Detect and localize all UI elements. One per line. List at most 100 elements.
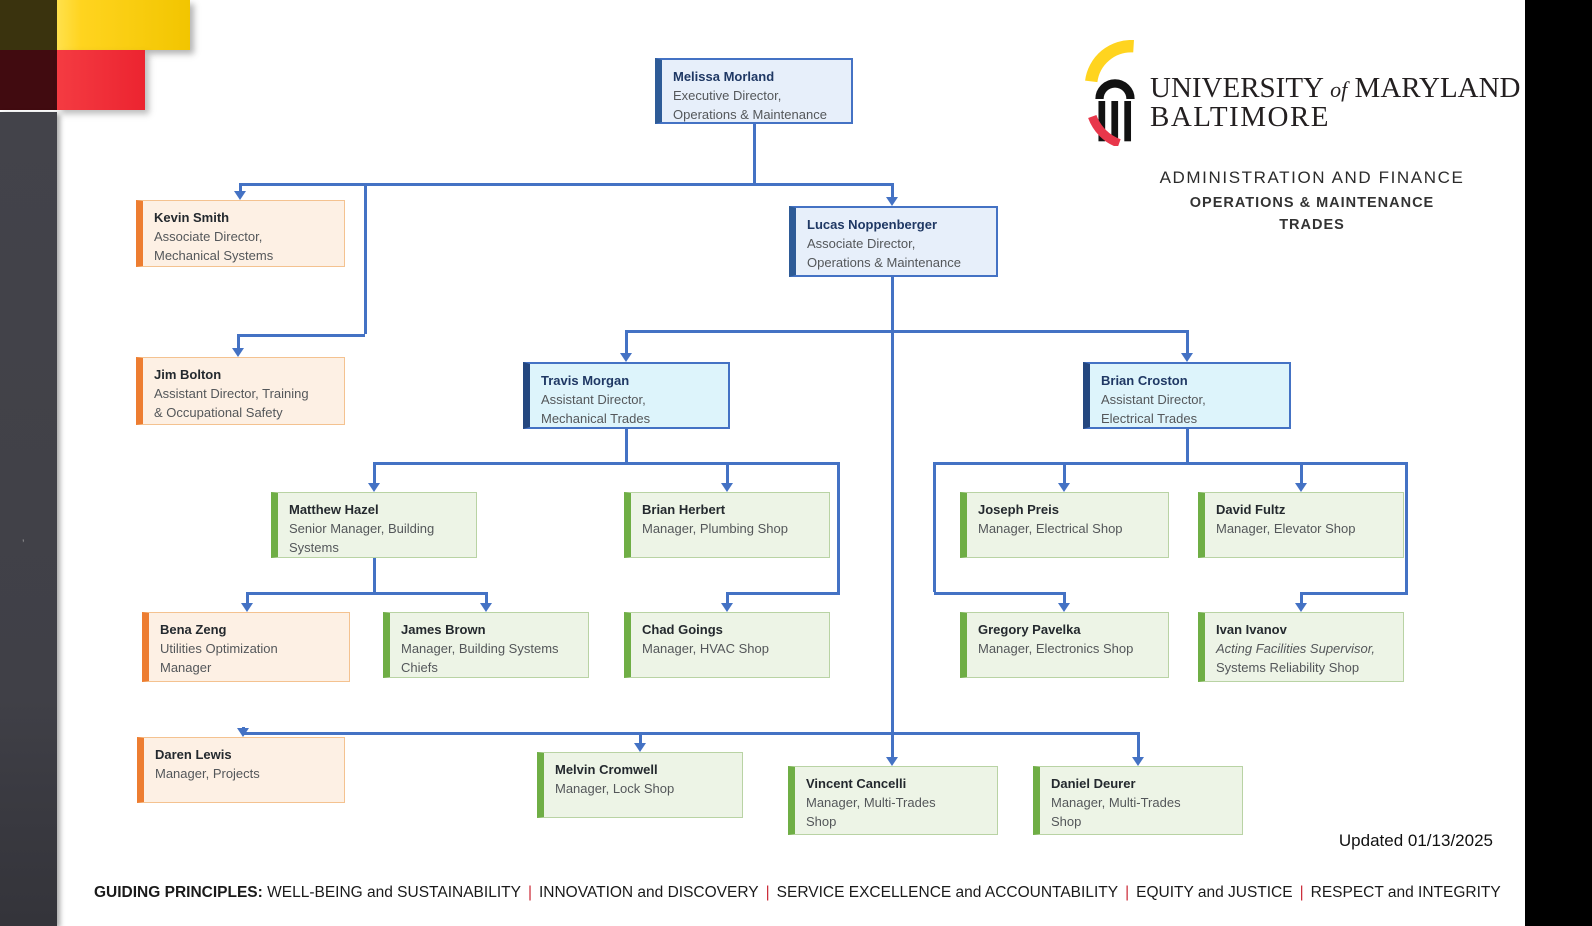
person-name: Kevin Smith [154,210,230,225]
org-node-melvin-cromwell: Melvin Cromwell Manager, Lock Shop [537,752,743,818]
arrow-down [480,592,492,612]
person-name: Melissa Morland [673,69,775,84]
arrow-down [368,462,380,492]
person-name: Ivan Ivanov [1216,622,1287,637]
person-title: Assistant Director, Mechanical Trades [541,392,651,426]
wordmark-university: UNIVERSITY [1150,72,1323,104]
person-name: James Brown [401,622,486,637]
arrow-down [620,330,632,362]
updated-date: Updated 01/13/2025 [1338,831,1493,850]
org-node-daren-lewis: Daren Lewis Manager, Projects [137,737,345,803]
arrow-down [241,592,253,612]
connector-line [626,330,1187,333]
person-title-acting: Acting Facilities Supervisor, [1216,641,1375,656]
principle-separator: | [1125,884,1130,901]
org-node-kevin-smith: Kevin Smith Associate Director, Mechanic… [136,200,345,267]
person-title: Manager, Electronics Shop [978,641,1134,656]
person-name: Bena Zeng [160,622,227,637]
connector-line [625,429,628,462]
decoration-yellow-square [57,0,190,50]
person-name: Jim Bolton [154,367,222,382]
person-title-shop: Systems Reliability Shop [1216,660,1360,675]
person-name: Vincent Cancelli [806,776,907,791]
org-node-chad-goings: Chad Goings Manager, HVAC Shop [624,612,830,678]
arrow-down [1295,462,1307,492]
org-node-brian-herbert: Brian Herbert Manager, Plumbing Shop [624,492,830,558]
arrow-down [886,277,898,766]
org-node-jim-bolton: Jim Bolton Assistant Director, Training … [136,357,345,425]
connector-line [364,183,367,334]
connector-line [1405,462,1408,592]
connector-line [1301,592,1408,595]
guiding-principles-label: GUIDING PRINCIPLES: [94,884,263,901]
connector-line [238,334,365,337]
principle-separator: | [765,884,770,901]
dept-operations-maintenance: OPERATIONS & MAINTENANCE [1189,195,1435,211]
connector-line [837,462,840,592]
principle-innovation: INNOVATION and DISCOVERY [538,884,759,901]
person-name: Melvin Cromwell [555,762,658,777]
arrow-down [1058,592,1070,612]
connector-line [933,462,936,592]
arrow-down [721,462,733,492]
person-title: Manager, HVAC Shop [642,641,769,656]
person-title: Manager, Multi-Trades Shop [806,795,936,829]
arrow-down [1295,592,1307,612]
person-title: Manager, Lock Shop [555,781,675,796]
stray-mark: ’ [22,538,25,550]
person-name: Lucas Noppenberger [807,217,938,232]
person-name: Gregory Pavelka [978,622,1081,637]
right-black-strip [1525,0,1592,926]
connector-line [934,592,1064,595]
person-name: Matthew Hazel [289,502,379,517]
principle-separator: | [527,884,532,901]
org-node-brian-croston: Brian Croston Assistant Director, Electr… [1083,362,1291,429]
arrow-down [1132,732,1144,766]
principle-wellbeing: WELL-BEING and SUSTAINABILITY [267,884,521,901]
arrow-down [234,183,246,200]
person-name: Travis Morgan [541,373,630,388]
person-name: Brian Croston [1101,373,1188,388]
person-title: Senior Manager, Building Systems [289,521,435,555]
principle-service: SERVICE EXCELLENCE and ACCOUNTABILITY [776,884,1119,901]
person-title: Associate Director, Operations & Mainten… [807,236,961,270]
org-node-bena-zeng: Bena Zeng Utilities Optimization Manager [142,612,350,682]
logo-yellow-arc [1085,40,1134,83]
wordmark-maryland: MARYLAND [1354,72,1521,104]
person-title: Acting Facilities Supervisor, Systems Re… [1216,639,1395,677]
person-title: Manager, Electrical Shop [978,521,1123,536]
org-node-joseph-preis: Joseph Preis Manager, Electrical Shop [960,492,1169,558]
umb-column-logo-icon [1085,40,1135,146]
person-title: Manager, Elevator Shop [1216,521,1356,536]
connector-line [373,558,376,592]
person-name: Chad Goings [642,622,723,637]
arrow-down [237,727,249,737]
connector-line [374,462,840,465]
dept-admin-finance: ADMINISTRATION AND FINANCE [1159,168,1465,187]
principle-respect: RESPECT and INTEGRITY [1310,884,1501,901]
arrow-down [1058,462,1070,492]
person-title: Manager, Plumbing Shop [642,521,788,536]
org-node-travis-morgan: Travis Morgan Assistant Director, Mechan… [523,362,730,429]
arrow-down [1181,330,1193,362]
org-node-vincent-cancelli: Vincent Cancelli Manager, Multi-Trades S… [788,766,998,835]
decoration-olive-square [0,0,57,50]
connector-line [1186,429,1189,462]
arrow-down [721,592,733,612]
principle-separator: | [1299,884,1304,901]
person-title: Manager, Building Systems Chiefs [401,641,559,675]
wordmark-baltimore: BALTIMORE [1150,101,1330,133]
org-node-david-fultz: David Fultz Manager, Elevator Shop [1198,492,1404,558]
wordmark-of: of [1330,77,1348,102]
org-node-matthew-hazel: Matthew Hazel Senior Manager, Building S… [271,492,477,558]
guiding-principles-line: GUIDING PRINCIPLES: WELL-BEING and SUSTA… [94,884,1501,902]
org-node-gregory-pavelka: Gregory Pavelka Manager, Electronics Sho… [960,612,1169,678]
department-heading: ADMINISTRATION AND FINANCE OPERATIONS & … [1132,168,1492,233]
dept-trades: TRADES [1279,217,1345,233]
principle-equity: EQUITY and JUSTICE [1136,884,1293,901]
connector-line [240,183,893,186]
logo-arch [1095,79,1135,100]
person-name: Joseph Preis [978,502,1059,517]
connector-line [243,732,1138,735]
